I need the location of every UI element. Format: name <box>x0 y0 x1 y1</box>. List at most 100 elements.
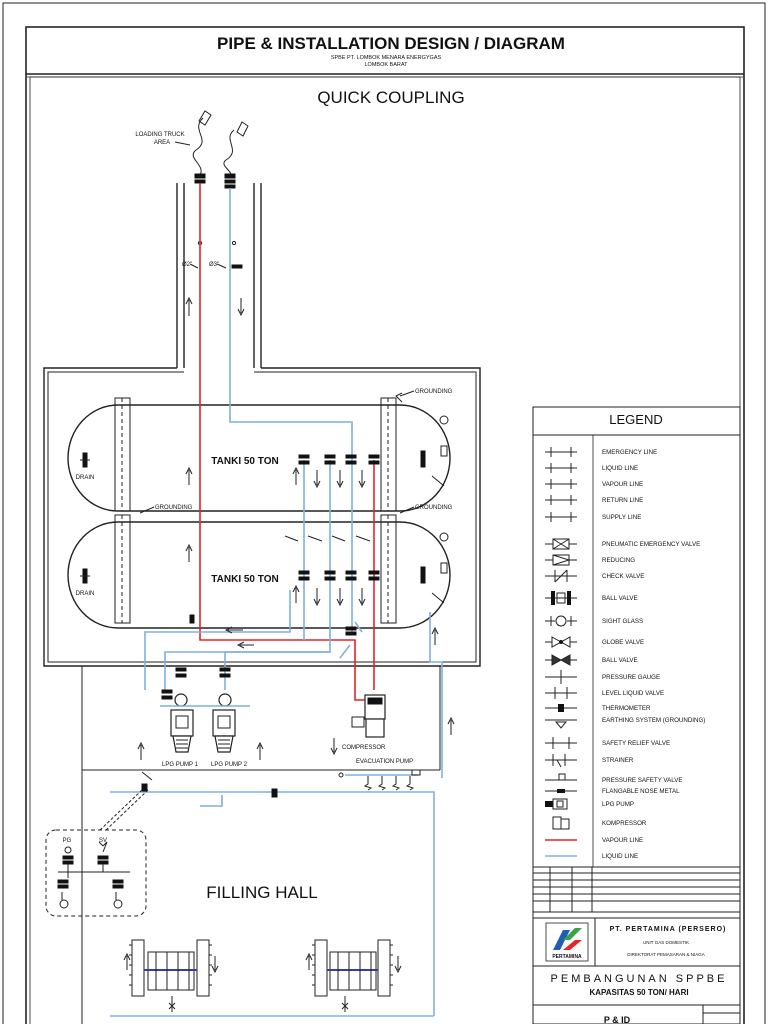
legend-item: GLOBE VALVE <box>545 636 644 648</box>
tank-1-valve-cluster <box>292 454 380 489</box>
evacuation-pump-symbols <box>363 776 415 791</box>
legend-item: BALL VALVE <box>545 654 638 666</box>
lpg-pump-icon <box>545 798 568 810</box>
compressor: COMPRESSOR <box>330 694 386 756</box>
page-title: PIPE & INSTALLATION DESIGN / DIAGRAM <box>217 34 565 53</box>
filling-detail: PG SV <box>45 789 149 917</box>
revision-table <box>532 866 741 913</box>
lpg-pump-1 <box>161 667 194 753</box>
grounding-label-3: GROUNDING <box>415 505 453 511</box>
loading-truck-area: LOADING TRUCK AREA Ø2" Ø3" <box>135 110 262 368</box>
tank-1-label: TANKI 50 TON <box>211 456 278 467</box>
pressure-safety-icon <box>545 773 577 781</box>
legend-item-label: GLOBE VALVE <box>602 639 644 646</box>
grounding-label-2: GROUNDING <box>155 505 193 511</box>
legend-item-label: BALL VALVE <box>602 657 638 664</box>
tank-1-drain-label: DRAIN <box>76 475 95 481</box>
tank-1-gauge-icon <box>420 450 426 468</box>
line-code-icon <box>545 447 577 457</box>
legend-item-label: CHECK VALVE <box>602 573 644 580</box>
legend-item: SUPPLY LINE <box>545 512 641 522</box>
liquid-line-main <box>229 188 353 632</box>
legend-item-label: LEVEL LIQUID VALVE <box>602 690 664 697</box>
legend-item-label: RETURN LINE <box>602 497 643 504</box>
reducing-icon <box>545 554 577 566</box>
legend-item: LEVEL LIQUID VALVE <box>545 687 664 699</box>
grounding-label-1: GROUNDING <box>415 389 453 395</box>
legend-item: REDUCING <box>545 554 635 566</box>
legend-item: SIGHT GLASS <box>545 615 643 627</box>
legend-item: PRESSURE SAFETY VALVE <box>545 773 682 784</box>
loading-truck-label-1: LOADING TRUCK <box>135 132 184 138</box>
filling-carousel-1 <box>123 939 219 1012</box>
legend-item-label: VAPOUR LINE <box>602 837 643 844</box>
ball-valve-icon <box>545 654 577 666</box>
legend-item: EARTHING SYSTEM (GROUNDING) <box>545 717 705 729</box>
pertamina-logo: PERTAMINA <box>545 922 589 962</box>
filling-hall-label: FILLING HALL <box>206 883 318 902</box>
sv-label: SV <box>99 838 107 844</box>
legend-item: CHECK VALVE <box>545 569 644 583</box>
flow-arrow-up <box>185 296 193 316</box>
filling-carousel-2 <box>305 939 402 1012</box>
legend-item-label: REDUCING <box>602 557 635 564</box>
legend-item: BALL VALVE <box>545 591 638 605</box>
legend-item-label: LPG PUMP <box>602 801 634 808</box>
legend-item: EMERGENCY LINE <box>545 447 657 457</box>
legend-box <box>532 406 741 868</box>
legend-item-label: LIQUID LINE <box>602 853 638 860</box>
loading-hose-2 <box>223 129 235 179</box>
tank-2-gauge-icon <box>420 566 426 584</box>
legend-item: LIQUID LINE <box>545 463 638 473</box>
project-capacity: KAPASITAS 50 TON/ HARI <box>589 988 688 997</box>
compressor-icon <box>552 816 570 830</box>
loading-truck-label-2: AREA <box>154 140 170 146</box>
legend-item: PNEUMATIC EMERGENCY VALVE <box>545 538 700 550</box>
line-code-icon <box>545 495 577 505</box>
loading-hose-1 <box>192 117 204 176</box>
pump-house <box>81 666 441 1024</box>
ball-valve-flanged-icon <box>545 591 577 605</box>
company-directorate: DIREKTORAT PEMASARAN & NIAGA <box>627 952 705 957</box>
page-subtitle-company: SPBE PT. LOMBOK MENARA ENERGYGAS <box>331 55 442 61</box>
pipe-dimension-2: Ø3" <box>209 262 219 268</box>
drawing-title: P & ID <box>604 1015 631 1024</box>
legend-item-label: PRESSURE SAFETY VALVE <box>602 777 682 784</box>
legend-item: THERMOMETER <box>545 704 651 712</box>
tank-2-drain-label: DRAIN <box>76 591 95 597</box>
pipe-dimension-1: Ø2" <box>182 262 192 268</box>
earthing-icon <box>545 719 577 729</box>
legend-item: STRAINER <box>545 754 634 768</box>
legend-item-label: SAFETY RELIEF VALVE <box>602 740 670 747</box>
tank-1: TANKI 50 TON DRAIN <box>67 392 451 512</box>
line-code-icon <box>545 463 577 473</box>
legend-item-label: VAPOUR LINE <box>602 481 643 488</box>
line-code-icon <box>545 479 577 489</box>
line-code-icon <box>545 512 577 522</box>
thermometer-icon <box>545 704 577 712</box>
legend-item-label: STRAINER <box>602 757 634 764</box>
tank-yard-wall <box>43 367 481 667</box>
quick-coupling-icon <box>198 110 249 137</box>
legend-item: PRESSURE GAUGE <box>545 670 660 684</box>
pertamina-logo-text: PERTAMINA <box>552 954 582 960</box>
legend-item-label: BALL VALVE <box>602 595 638 602</box>
legend-item: VAPOUR LINE <box>545 479 643 489</box>
tank-2-label: TANKI 50 TON <box>211 574 278 585</box>
legend-item: VAPOUR LINE <box>545 837 643 844</box>
globe-valve-icon <box>545 636 577 648</box>
legend-item: KOMPRESSOR <box>552 816 647 830</box>
pneumatic-valve-icon <box>545 538 577 550</box>
legend-item-label: THERMOMETER <box>602 705 651 712</box>
legend-item-label: SIGHT GLASS <box>602 618 643 625</box>
lpg-pump-2 <box>212 667 236 753</box>
evacuation-pump-label: EVACUATION PUMP <box>356 759 413 765</box>
compressor-label: COMPRESSOR <box>342 745 386 751</box>
lpg-pump-2-label: LPG PUMP 2 <box>211 762 248 768</box>
drawing-border <box>25 26 745 1024</box>
pg-label: PG <box>63 838 72 844</box>
legend-title: LEGEND <box>609 412 662 427</box>
legend-item-label: LIQUID LINE <box>602 465 638 472</box>
tank-2: TANKI 50 TON DRAIN <box>67 514 451 629</box>
